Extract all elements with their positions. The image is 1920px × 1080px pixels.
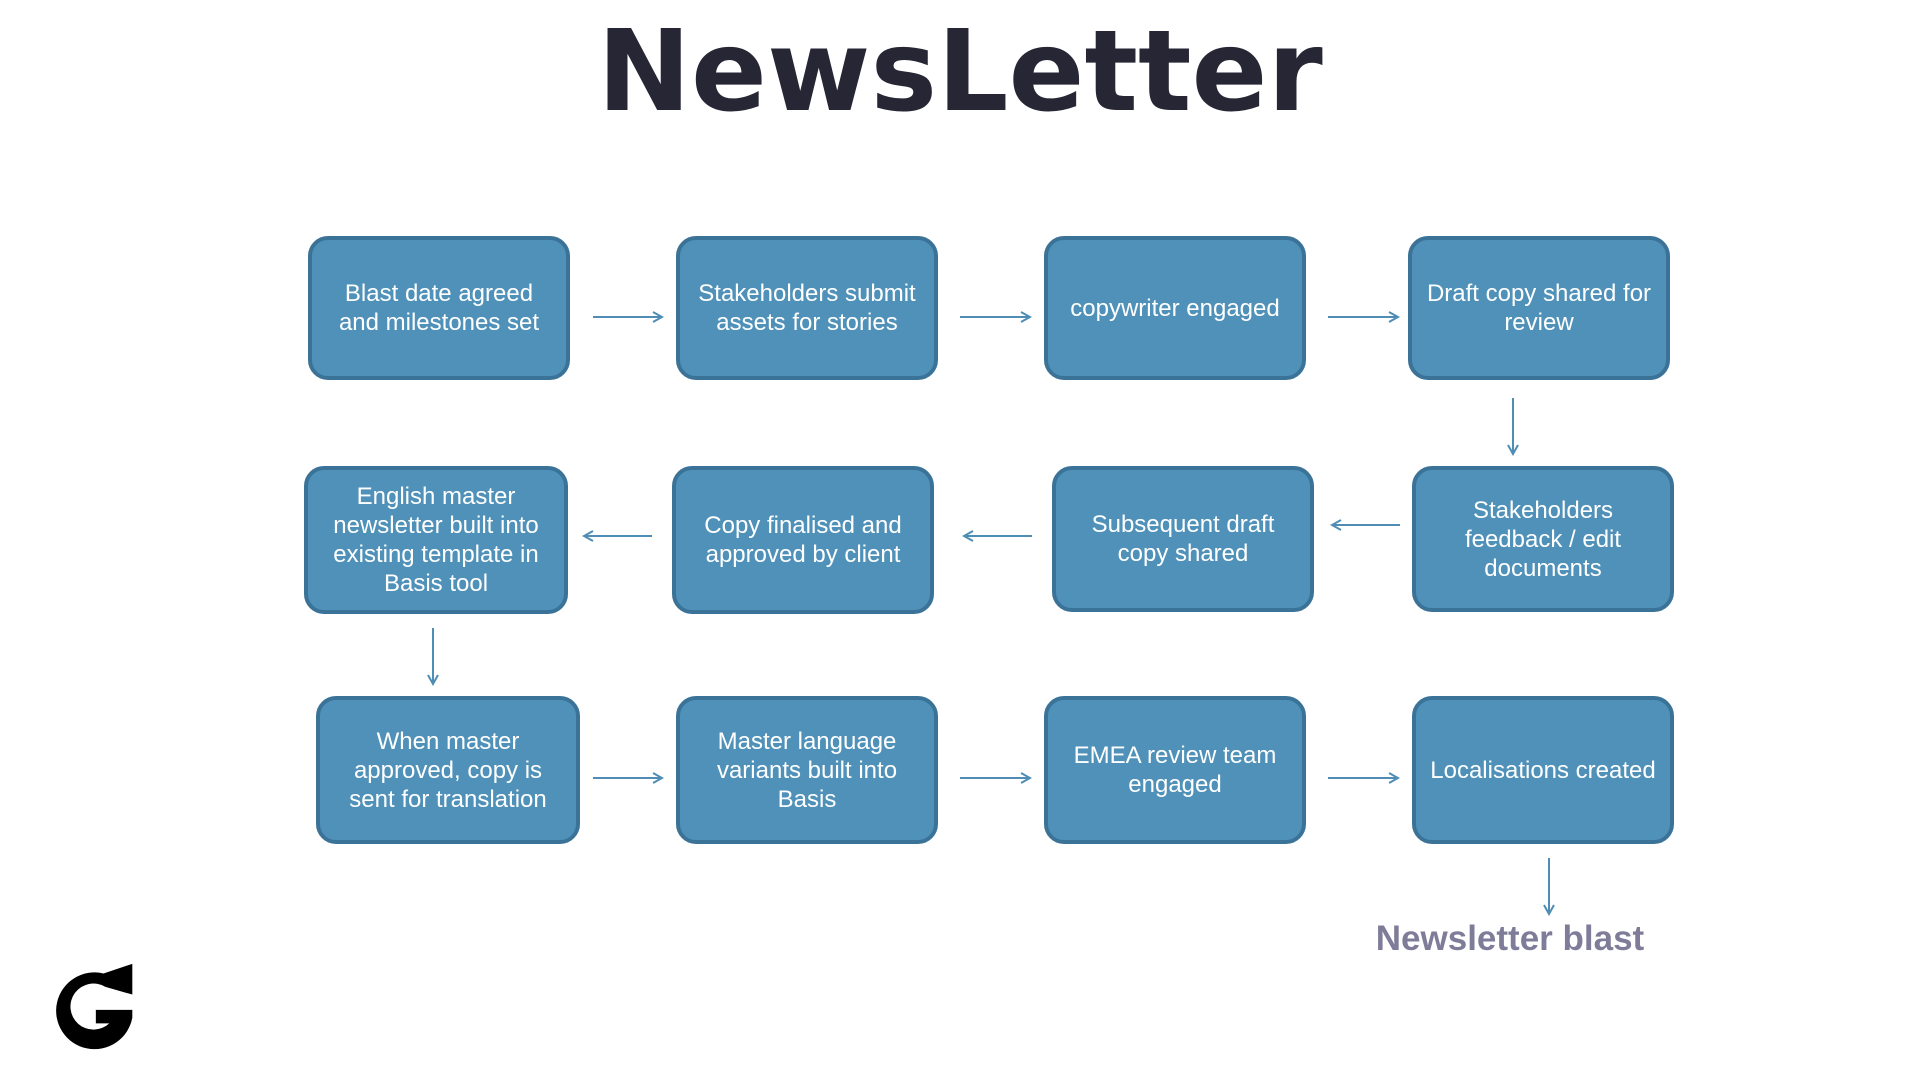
- process-step-translation: When master approved, copy is sent for t…: [316, 696, 580, 844]
- process-step-stakeholders-submit: Stakeholders submit assets for stories: [676, 236, 938, 380]
- process-step-copy-finalised: Copy finalised and approved by client: [672, 466, 934, 614]
- process-step-localisations: Localisations created: [1412, 696, 1674, 844]
- process-step-emea-review: EMEA review team engaged: [1044, 696, 1306, 844]
- page-title: NewsLetter: [597, 7, 1323, 137]
- process-step-draft-copy: Draft copy shared for review: [1408, 236, 1670, 380]
- process-step-blast-date: Blast date agreed and milestones set: [308, 236, 570, 380]
- end-label-newsletter-blast: Newsletter blast: [1375, 919, 1645, 958]
- process-step-master-variants: Master language variants built into Basi…: [676, 696, 938, 844]
- process-step-english-master: English master newsletter built into exi…: [304, 466, 568, 614]
- process-step-subsequent-draft: Subsequent draft copy shared: [1052, 466, 1314, 612]
- process-step-stakeholders-feedback: Stakeholders feedback / edit documents: [1412, 466, 1674, 612]
- process-step-copywriter: copywriter engaged: [1044, 236, 1306, 380]
- g-logo-icon: [56, 963, 133, 1050]
